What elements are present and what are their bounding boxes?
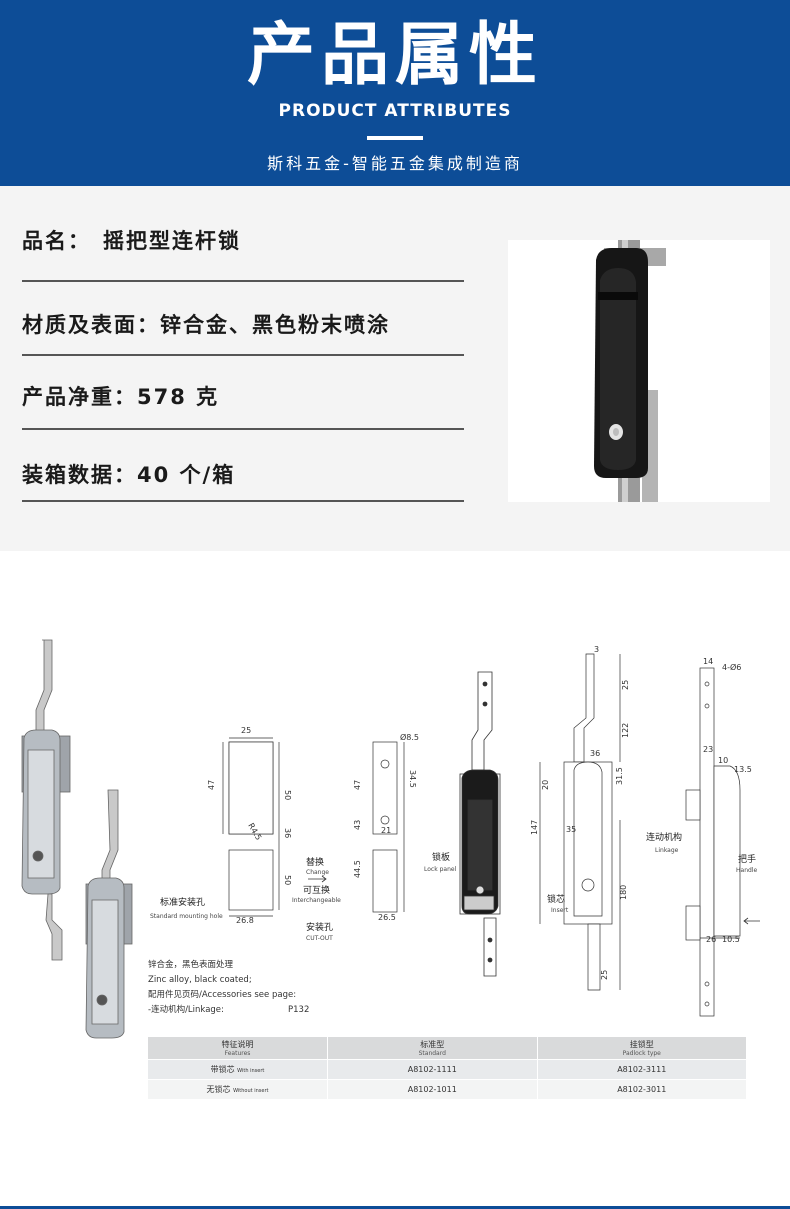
side-view-drawing bbox=[685, 667, 741, 1017]
lock-render-1 bbox=[21, 639, 71, 961]
table-cell: 无锁芯 Without insert bbox=[146, 1079, 329, 1100]
attribute-row-packing: 装箱数据：40 个/箱 bbox=[22, 458, 464, 502]
table-row: 无锁芯 Without insert A8102-1011 A8102-3011 bbox=[146, 1079, 747, 1100]
note-line: Zinc alloy, black coated; bbox=[148, 975, 252, 985]
bottom-rule bbox=[0, 1206, 790, 1209]
page-title: 产品属性 bbox=[246, 16, 543, 95]
svg-text:180: 180 bbox=[619, 885, 628, 900]
linkage-en: Linkage bbox=[655, 847, 679, 854]
svg-text:Ø8.5: Ø8.5 bbox=[400, 732, 419, 742]
cutout-en: CUT-OUT bbox=[306, 935, 333, 942]
attribute-row-name: 品名： 摇把型连杆锁 bbox=[22, 226, 464, 282]
svg-text:21: 21 bbox=[381, 826, 391, 835]
attribute-label: 装箱数据： bbox=[22, 463, 137, 487]
svg-text:47: 47 bbox=[207, 780, 216, 790]
side-view-labels: 14 4-Ø6 23 10 13.5 26 10.5 bbox=[703, 657, 752, 944]
dim-label: 25 bbox=[241, 726, 251, 735]
mounting-label-cn: 标准安装孔 bbox=[160, 896, 205, 908]
attribute-label: 产品净重： bbox=[22, 385, 137, 409]
svg-text:10.5: 10.5 bbox=[722, 935, 740, 944]
attribute-row-material: 材质及表面：锌合金、黑色粉末喷涂 bbox=[22, 308, 464, 356]
attribute-value: 摇把型连杆锁 bbox=[103, 229, 241, 253]
title-underline bbox=[367, 136, 423, 140]
svg-text:20: 20 bbox=[541, 780, 550, 790]
svg-text:50: 50 bbox=[283, 790, 292, 800]
dimensioned-view-labels: 3 25 122 36 20 31.5 147 35 180 25 bbox=[530, 645, 630, 980]
svg-text:23: 23 bbox=[703, 745, 713, 754]
mounting-hole-drawing bbox=[222, 737, 280, 917]
attribute-label: 材质及表面： bbox=[22, 313, 160, 337]
cutout-dims: Ø8.5 47 34.5 43 21 44.5 26.5 bbox=[353, 732, 419, 922]
table-cell: A8102-1111 bbox=[327, 1059, 538, 1080]
attribute-label: 品名： bbox=[22, 229, 91, 253]
handle-en: Handle bbox=[736, 867, 757, 874]
svg-text:26.8: 26.8 bbox=[236, 916, 254, 925]
product-photo bbox=[508, 240, 770, 502]
table-row: 带锁芯 With insert A8102-1111 A8102-3111 bbox=[146, 1059, 747, 1080]
interchange-en: Interchangeable bbox=[292, 897, 341, 904]
note-linkage: -连动机构/Linkage: bbox=[148, 1005, 224, 1015]
insert-en: Insert bbox=[551, 907, 569, 914]
header-banner: 产品属性 PRODUCT ATTRIBUTES 斯科五金-智能五金集成制造商 bbox=[0, 0, 790, 186]
lock-render-2 bbox=[85, 789, 133, 1039]
cutout-drawing bbox=[372, 741, 405, 913]
dimensioned-view bbox=[539, 653, 621, 991]
table-cell: A8102-3111 bbox=[536, 1059, 747, 1080]
svg-text:147: 147 bbox=[530, 820, 539, 835]
svg-text:25: 25 bbox=[621, 680, 630, 690]
attribute-row-weight: 产品净重：578 克 bbox=[22, 380, 464, 430]
change-cn: 替换 bbox=[306, 856, 324, 868]
front-view-drawing bbox=[459, 671, 501, 977]
svg-text:36: 36 bbox=[283, 828, 292, 838]
table-cell: 带锁芯 With insert bbox=[146, 1059, 329, 1080]
page-subtitle: PRODUCT ATTRIBUTES bbox=[278, 101, 512, 121]
spec-notes: 锌合金，黑色表面处理 Zinc alloy, black coated; 配用件… bbox=[148, 958, 309, 1018]
svg-text:26: 26 bbox=[706, 935, 716, 944]
handle-cn: 把手 bbox=[738, 853, 756, 865]
svg-text:14: 14 bbox=[703, 657, 713, 666]
company-slogan: 斯科五金-智能五金集成制造商 bbox=[267, 154, 523, 173]
cutout-cn: 安装孔 bbox=[306, 921, 333, 933]
note-page: P132 bbox=[288, 1005, 310, 1015]
technical-drawing: 25 47 50 R4.5 36 50 26.8 标准安装孔 Standard … bbox=[0, 620, 790, 1120]
lock-panel-en: Lock panel bbox=[424, 866, 457, 873]
linkage-cn: 连动机构 bbox=[646, 831, 682, 843]
svg-text:25: 25 bbox=[600, 970, 609, 980]
svg-text:36: 36 bbox=[590, 749, 600, 758]
note-line: 配用件见页码/Accessories see page: bbox=[148, 990, 297, 1000]
table-cell: A8102-1011 bbox=[327, 1079, 538, 1100]
arrow-icon bbox=[743, 917, 760, 925]
attribute-value: 40 个/箱 bbox=[137, 463, 236, 487]
svg-text:26.5: 26.5 bbox=[378, 913, 396, 922]
lock-panel-cn: 锁板 bbox=[432, 851, 450, 863]
mounting-label-en: Standard mounting hole bbox=[150, 913, 223, 920]
svg-text:122: 122 bbox=[621, 723, 630, 738]
svg-text:44.5: 44.5 bbox=[353, 860, 362, 878]
svg-text:31.5: 31.5 bbox=[615, 767, 624, 785]
note-line: 锌合金，黑色表面处理 bbox=[148, 960, 234, 970]
svg-text:3: 3 bbox=[594, 645, 599, 654]
svg-text:10: 10 bbox=[718, 756, 728, 765]
svg-text:47: 47 bbox=[353, 780, 362, 790]
change-en: Change bbox=[306, 869, 329, 876]
svg-text:13.5: 13.5 bbox=[734, 765, 752, 774]
note-line: -连动机构/Linkage: P132 bbox=[148, 1003, 309, 1018]
svg-text:43: 43 bbox=[353, 820, 362, 830]
interchange-cn: 可互换 bbox=[303, 884, 330, 896]
table-cell: A8102-3011 bbox=[536, 1079, 747, 1100]
svg-text:34.5: 34.5 bbox=[408, 770, 417, 788]
attribute-value: 578 克 bbox=[137, 385, 220, 409]
svg-text:4-Ø6: 4-Ø6 bbox=[722, 662, 741, 672]
change-arrow bbox=[308, 875, 327, 883]
svg-text:50: 50 bbox=[283, 875, 292, 885]
attribute-value: 锌合金、黑色粉末喷涂 bbox=[160, 313, 390, 337]
insert-cn: 锁芯 bbox=[547, 893, 565, 905]
svg-text:35: 35 bbox=[566, 825, 576, 834]
